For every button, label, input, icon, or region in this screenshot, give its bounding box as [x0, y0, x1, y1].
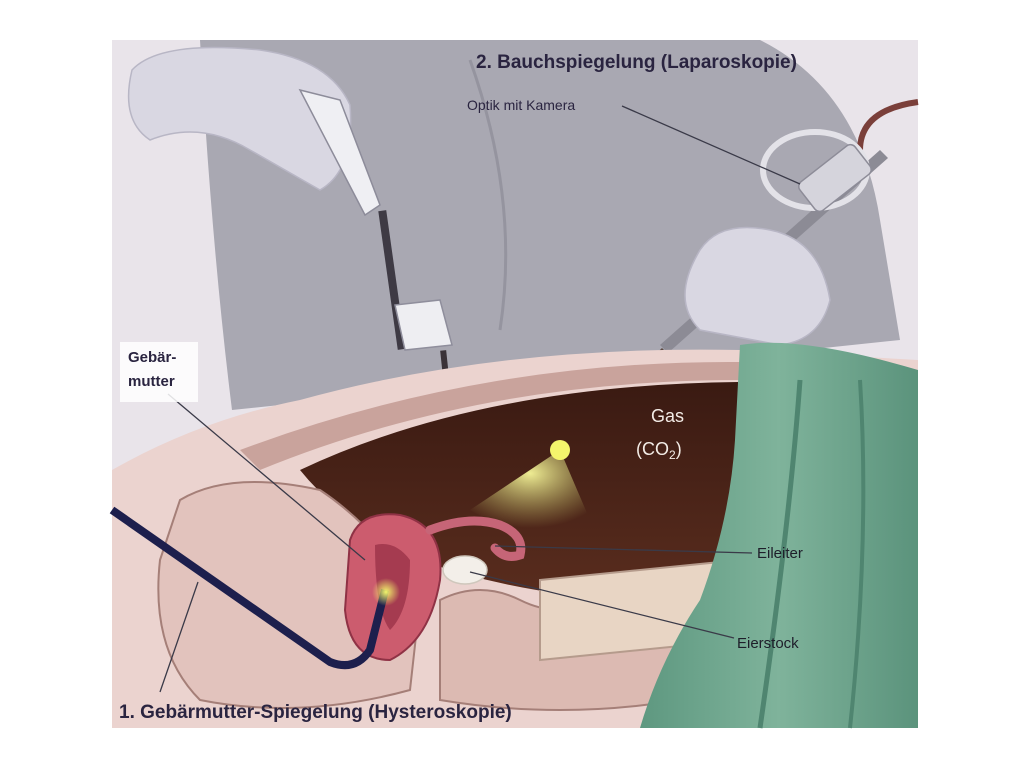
leader-hysteroscopy [159, 581, 199, 693]
gas-formula-sub: 2 [669, 448, 676, 462]
gas-formula: (CO2) [636, 439, 682, 462]
abdominal-wall [240, 361, 740, 470]
hysteroscope [109, 506, 389, 669]
drape-fold [848, 379, 866, 729]
leader-uterus [167, 393, 366, 561]
left-hand-instrument [127, 46, 484, 521]
right-glove [684, 226, 831, 346]
right-hand-laparoscope [558, 129, 888, 452]
camera-body [798, 143, 872, 213]
laparoscope-light [550, 440, 570, 460]
instrument-handle [298, 88, 381, 217]
ovary-label: Eierstock [737, 635, 799, 652]
camera-optic-label: Optik mit Kamera [467, 97, 575, 113]
uterus-label-backdrop [120, 342, 198, 402]
gown-fold [468, 59, 508, 331]
fallopian-tube [425, 516, 526, 561]
drape-fold [757, 379, 803, 729]
leader-ovary [469, 571, 735, 639]
uterus-label-line2: mutter [128, 373, 175, 390]
ovary [442, 555, 488, 585]
fallopian-tube-label: Eileiter [757, 545, 803, 562]
leader-camera-optic [621, 105, 801, 185]
hysteroscope-light [372, 578, 400, 606]
trocar-sleeve [394, 299, 453, 351]
gas-label: Gas [651, 406, 684, 426]
camera-tube [857, 99, 919, 151]
gas-formula-close: ) [676, 439, 682, 459]
gas-formula-main: (CO [636, 439, 669, 459]
hysteroscopy-title: 1. Gebärmutter-Spiegelung (Hysteroskopie… [119, 702, 512, 723]
uterus-label-line1: Gebär- [128, 349, 176, 366]
leader-fallopian-tube [494, 545, 753, 554]
light-cone [470, 450, 590, 528]
laparoscopy-title: 2. Bauchspiegelung (Laparoskopie) [476, 52, 797, 73]
